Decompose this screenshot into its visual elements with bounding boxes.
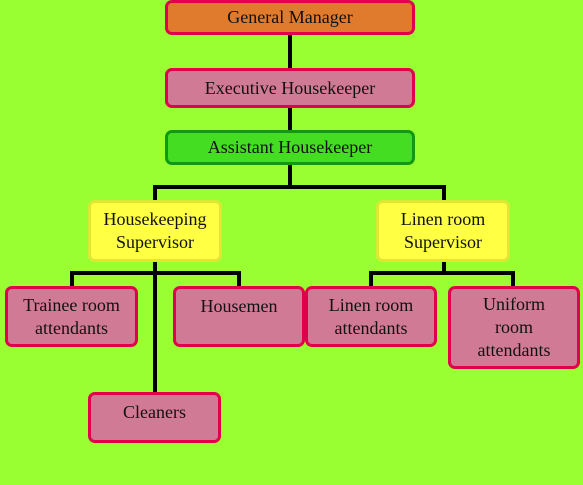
node-linen-room-attendants: Linen room attendants <box>305 286 437 347</box>
node-trainee-room-attendants: Trainee room attendants <box>5 286 138 347</box>
node-executive-housekeeper: Executive Housekeeper <box>165 68 415 108</box>
node-assistant-housekeeper: Assistant Housekeeper <box>165 130 415 165</box>
node-housekeeping-supervisor: Housekeeping Supervisor <box>88 200 222 262</box>
node-uniform-room-attendants: Uniform room attendants <box>448 286 580 369</box>
node-linen-room-supervisor: Linen room Supervisor <box>376 200 510 262</box>
node-housemen: Housemen <box>173 286 305 347</box>
node-cleaners: Cleaners <box>88 392 221 443</box>
node-general-manager: General Manager <box>165 0 415 35</box>
